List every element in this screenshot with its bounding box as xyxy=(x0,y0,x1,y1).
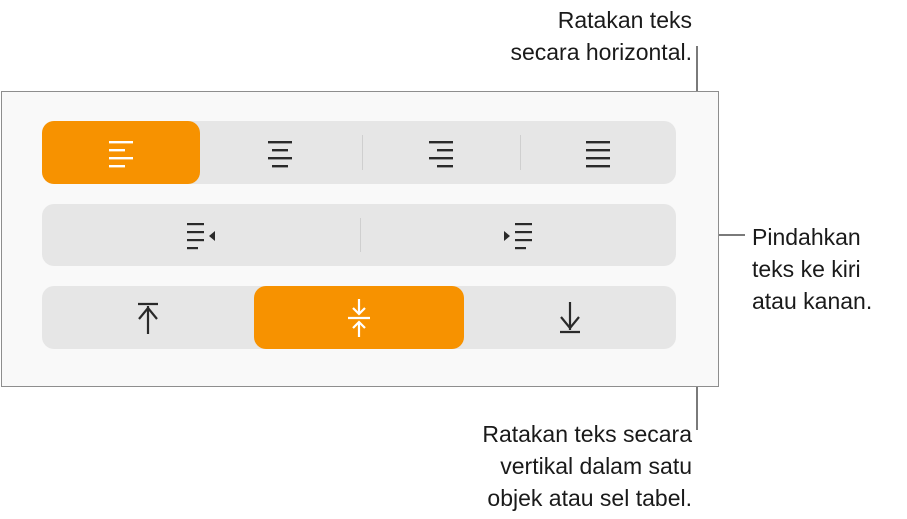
justify-icon xyxy=(586,140,610,167)
align-top-button[interactable] xyxy=(42,286,254,349)
justify-button[interactable] xyxy=(520,121,676,184)
horizontal-alignment-control xyxy=(42,121,676,184)
align-middle-icon xyxy=(348,298,370,337)
callout-vertical: Ratakan teks secara vertikal dalam satu … xyxy=(482,418,692,514)
align-left-button[interactable] xyxy=(42,121,200,184)
divider xyxy=(362,135,363,170)
callout-text: atau kanan. xyxy=(752,288,873,314)
divider xyxy=(520,135,521,170)
decrease-indent-icon xyxy=(187,223,215,250)
callout-indent: Pindahkan teks ke kiri atau kanan. xyxy=(752,221,872,317)
align-left-icon xyxy=(109,140,133,167)
callout-text: Ratakan teks xyxy=(557,7,692,33)
callout-text: teks ke kiri xyxy=(752,256,861,282)
align-bottom-button[interactable] xyxy=(464,286,676,349)
callout-text: Pindahkan xyxy=(752,224,861,250)
align-right-icon xyxy=(429,140,453,167)
align-right-button[interactable] xyxy=(362,121,520,184)
align-center-button[interactable] xyxy=(200,121,360,184)
callout-horizontal: Ratakan teks secara horizontal. xyxy=(510,4,692,68)
indent-control xyxy=(42,204,676,266)
vertical-alignment-control xyxy=(42,286,676,349)
increase-indent-button[interactable] xyxy=(360,204,676,266)
divider xyxy=(360,218,361,252)
callout-text: vertikal dalam satu xyxy=(500,453,692,479)
align-middle-button[interactable] xyxy=(254,286,464,349)
align-center-icon xyxy=(268,140,292,167)
callout-text: objek atau sel tabel. xyxy=(487,485,692,511)
callout-text: secara horizontal. xyxy=(510,39,692,65)
decrease-indent-button[interactable] xyxy=(42,204,360,266)
callout-text: Ratakan teks secara xyxy=(482,421,692,447)
increase-indent-icon xyxy=(504,223,532,250)
align-top-icon xyxy=(138,302,158,334)
align-bottom-icon xyxy=(560,301,580,333)
